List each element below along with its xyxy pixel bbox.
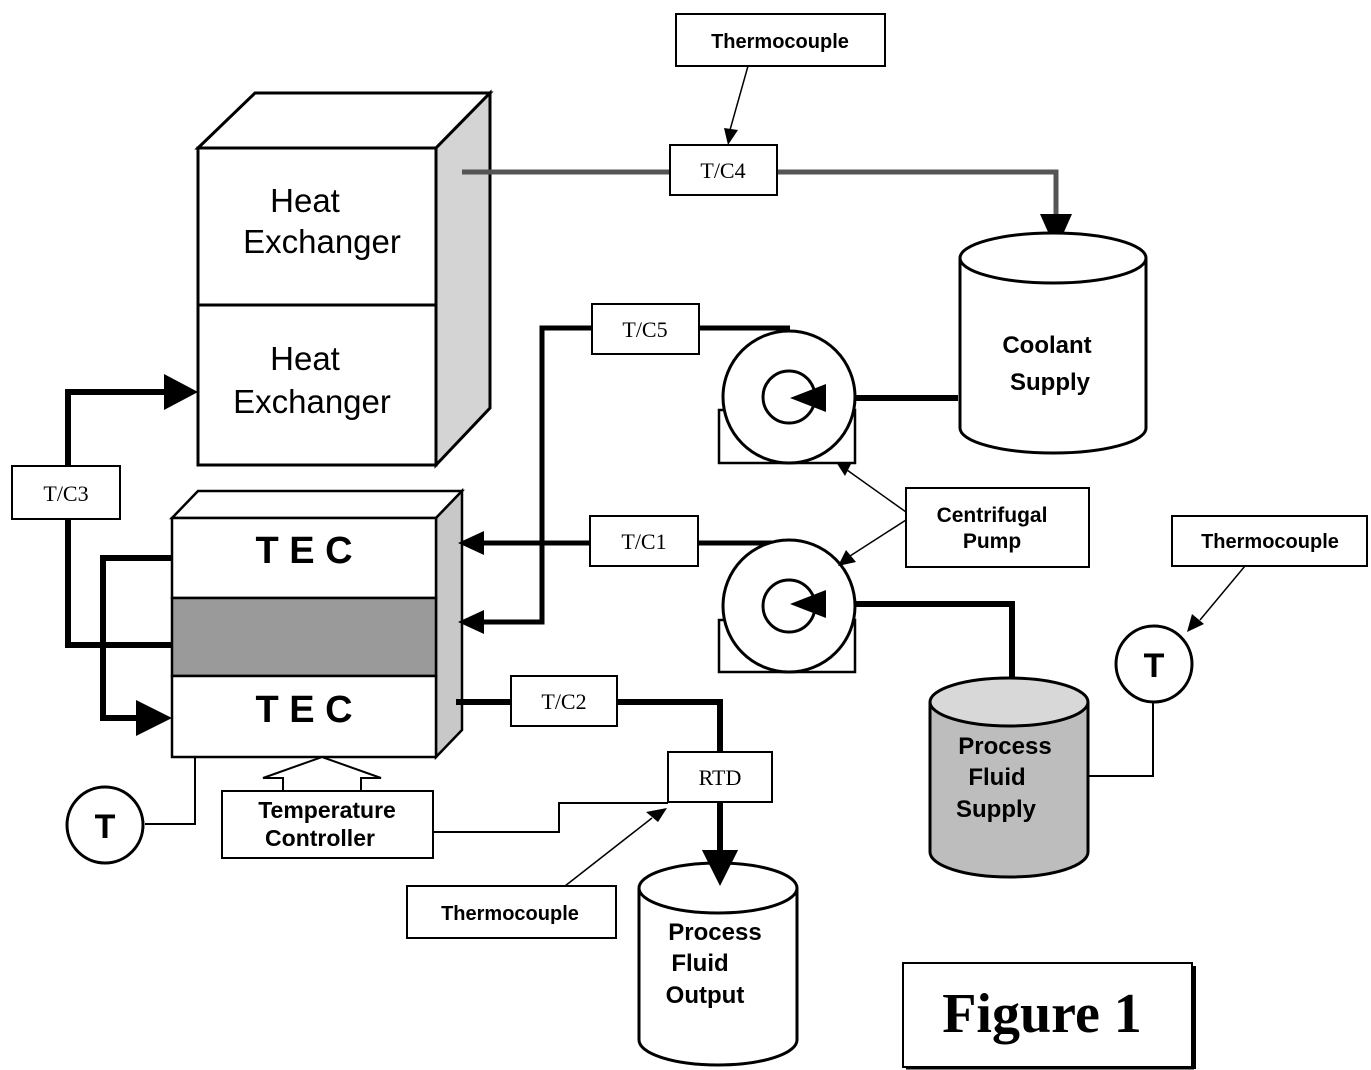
temperature-controller-box: Temperature Controller [221,755,434,859]
process-fluid-supply-label-line1: Process [958,733,1051,760]
tc2-label: T/C2 [541,689,586,714]
arrow-into-hx [164,374,198,410]
centrifugal-pump-label-line2: Pump [963,530,1021,553]
tc5-label: T/C5 [622,317,667,342]
process-fluid-output-label-line3: Output [666,982,745,1009]
tec-stack: T E C T E C [169,487,465,761]
bottom-centrifugal-pump [717,538,857,674]
figure-caption-box: Figure 1 [902,962,1196,1070]
tc1-label: T/C1 [621,529,666,554]
t-sensor-right-label: T [1144,647,1165,685]
heat-exchanger-bottom-label-line1: Heat [270,340,340,377]
controller-up-arrow [262,755,382,792]
heat-exchanger-bottom-label-line2: Exchanger [233,383,391,420]
centrifugal-pump-callout: Centrifugal Pump [836,462,1090,568]
tc5-box: T/C5 [591,303,700,355]
heat-exchanger-top-label-line2: Exchanger [243,223,401,260]
thermocouple-top-callout: Thermocouple [675,13,886,145]
figure-caption: Figure 1 [942,983,1142,1045]
tc2-box: T/C2 [510,675,618,727]
coolant-supply-label-line1: Coolant [1002,332,1091,359]
tc1-box: T/C1 [589,515,699,567]
process-fluid-supply-label-line2: Fluid [968,764,1025,791]
thermocouple-bottom-callout: Thermocouple [406,808,667,939]
process-fluid-output-tank: Process Fluid Output [637,861,799,1067]
process-fluid-output-label-line2: Fluid [671,950,728,977]
tec-top-label: T E C [255,530,352,572]
process-fluid-supply-label-line3: Supply [956,796,1037,823]
top-centrifugal-pump [717,329,857,465]
tc3-box: T/C3 [11,465,121,520]
thermocouple-top-label: Thermocouple [711,31,849,53]
temperature-sensor-left: T [65,785,145,865]
process-fluid-supply-tank: Process Fluid Supply [928,676,1090,879]
coolant-supply-tank: Coolant Supply [958,231,1148,455]
rtd-label: RTD [699,765,742,790]
coolant-supply-label-line2: Supply [1010,369,1091,396]
arrow-into-tec-middle [458,610,484,634]
thermocouple-right-callout: Thermocouple [1171,515,1368,632]
heat-exchanger-top-label-line1: Heat [270,182,340,219]
centrifugal-pump-label-line1: Centrifugal [937,504,1048,527]
tc3-label: T/C3 [43,481,88,506]
arrow-into-tec-bottom [136,700,172,736]
arrow-output-inlet [702,850,738,886]
tec-bottom-label: T E C [255,689,352,731]
process-fluid-output-label-line1: Process [668,919,761,946]
tc4-box: T/C4 [669,144,778,196]
temperature-controller-label-line2: Controller [265,825,375,851]
temperature-sensor-right: T [1114,624,1194,704]
heat-exchanger-stack: Heat Exchanger Heat Exchanger [194,89,494,469]
thermocouple-bottom-label: Thermocouple [441,903,579,925]
t-sensor-left-label: T [95,808,116,846]
arrow-top-pump-inlet [790,384,826,412]
temperature-controller-label-line1: Temperature [258,797,396,823]
arrow-into-tec-top [458,531,484,555]
tc4-label: T/C4 [700,158,745,183]
arrow-bottom-pump-inlet [790,590,826,618]
thermocouple-right-label: Thermocouple [1201,531,1339,553]
rtd-box: RTD [667,751,773,803]
